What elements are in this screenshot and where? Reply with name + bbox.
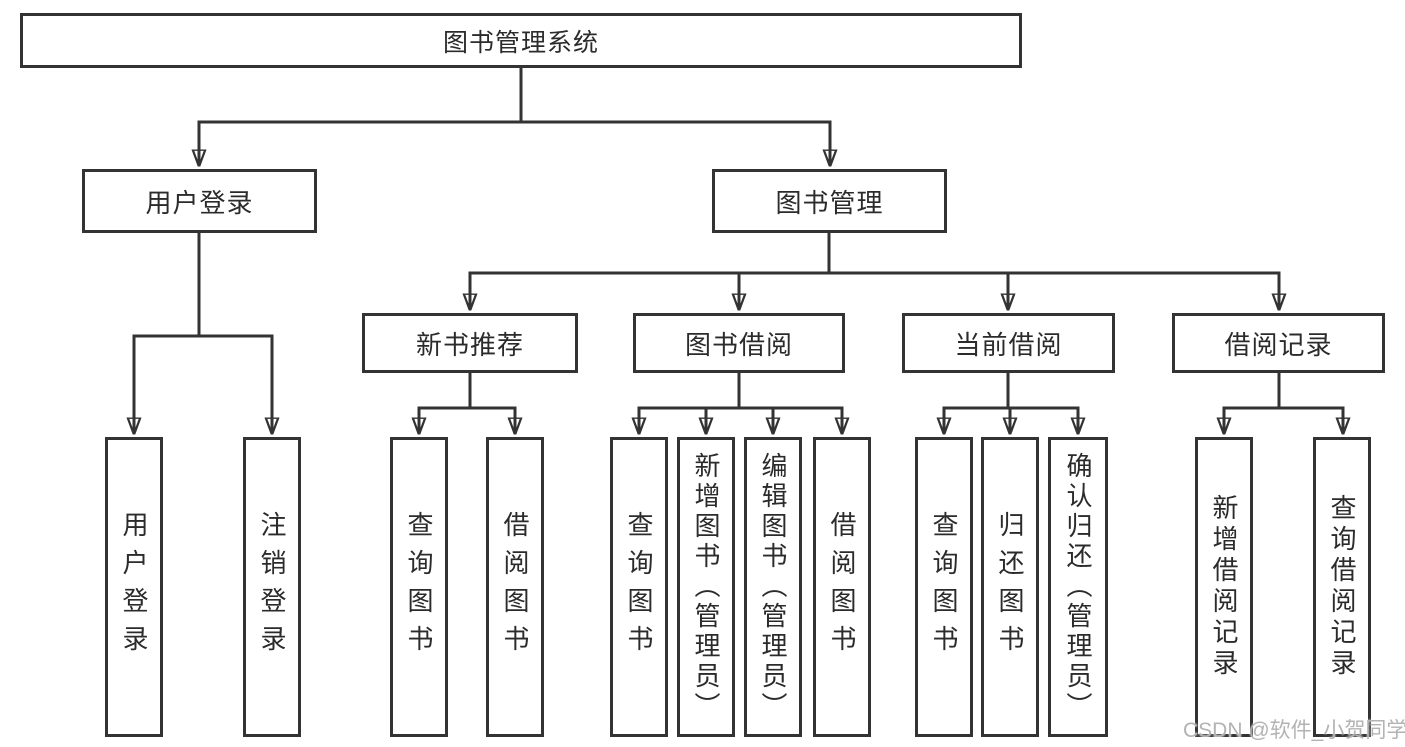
leaf-label: 归还图书 bbox=[995, 511, 1025, 663]
leaf-logout: 注销登录 bbox=[243, 437, 301, 737]
leaf-label: 注销登录 bbox=[257, 511, 287, 663]
node-book-borrow: 图书借阅 bbox=[633, 313, 845, 373]
leaf-borrow-books: 借阅图书 bbox=[813, 437, 871, 737]
leaf-edit-books-admin: 编辑图书（管理员） bbox=[744, 437, 802, 737]
leaf-query-borrow-record: 查询借阅记录 bbox=[1313, 437, 1371, 737]
leaf-query-books-current: 查询图书 bbox=[915, 437, 973, 737]
node-label: 新书推荐 bbox=[415, 329, 524, 360]
leaf-label: 查询图书 bbox=[624, 511, 654, 663]
leaf-user-login: 用户登录 bbox=[105, 437, 163, 737]
leaf-label: 确认归还（管理员） bbox=[1063, 452, 1093, 722]
leaf-label: 查询图书 bbox=[404, 511, 434, 663]
leaf-label: 用户登录 bbox=[119, 511, 149, 663]
leaf-label: 新增借阅记录 bbox=[1209, 494, 1239, 680]
leaf-query-books-borrow: 查询图书 bbox=[610, 437, 668, 737]
leaf-query-books-recommend: 查询图书 bbox=[390, 437, 448, 737]
leaf-label: 新增图书（管理员） bbox=[691, 452, 721, 722]
leaf-label: 编辑图书（管理员） bbox=[758, 452, 788, 722]
node-library-management-system: 图书管理系统 bbox=[20, 13, 1022, 68]
leaf-borrow-books-recommend: 借阅图书 bbox=[486, 437, 544, 737]
leaf-label: 借阅图书 bbox=[500, 511, 530, 663]
node-user-login: 用户登录 bbox=[82, 169, 317, 233]
node-book-management: 图书管理 bbox=[712, 169, 947, 233]
leaf-label: 查询图书 bbox=[929, 511, 959, 663]
node-new-book-recommend: 新书推荐 bbox=[362, 313, 578, 373]
leaf-label: 查询借阅记录 bbox=[1327, 494, 1357, 680]
node-label: 当前借阅 bbox=[954, 329, 1063, 360]
leaf-return-books: 归还图书 bbox=[981, 437, 1039, 737]
node-label: 图书管理 bbox=[775, 187, 884, 218]
node-label: 图书管理系统 bbox=[442, 28, 599, 57]
leaf-add-borrow-record: 新增借阅记录 bbox=[1195, 437, 1253, 737]
leaf-label: 借阅图书 bbox=[827, 511, 857, 663]
node-current-borrow: 当前借阅 bbox=[902, 313, 1115, 373]
leaf-add-books-admin: 新增图书（管理员） bbox=[677, 437, 735, 737]
node-borrow-records: 借阅记录 bbox=[1172, 313, 1385, 373]
node-label: 用户登录 bbox=[145, 187, 254, 218]
node-label: 图书借阅 bbox=[684, 329, 793, 360]
csdn-watermark: CSDN @软件_小贺同学 bbox=[1183, 719, 1405, 742]
node-label: 借阅记录 bbox=[1224, 329, 1333, 360]
leaf-confirm-return-admin: 确认归还（管理员） bbox=[1048, 437, 1108, 737]
